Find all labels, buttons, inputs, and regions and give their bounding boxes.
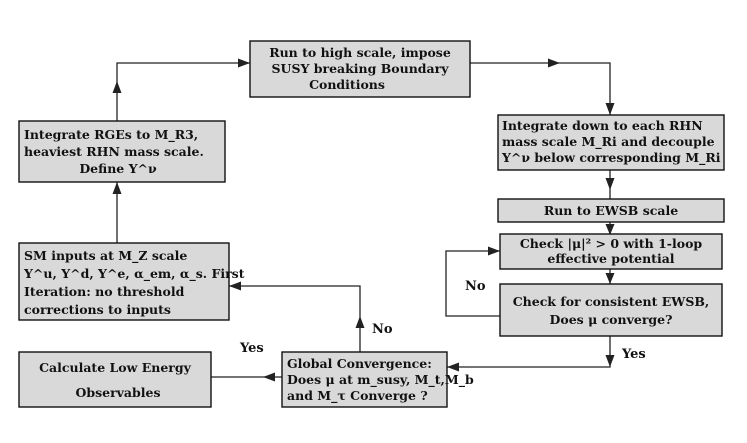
arrow-head-no-global-up [355, 316, 365, 328]
node-check-mu-line-2: effective potential [547, 251, 674, 266]
node-high-scale-line-3: Conditions [309, 77, 385, 92]
edge-no-loop-inner [445, 250, 500, 317]
arrow-head-to-consistent [605, 273, 615, 284]
node-low-energy-line-1: Calculate Low Energy [39, 360, 192, 375]
arrow-head-no-loop-inner [488, 246, 500, 256]
edge-no-global [229, 285, 361, 352]
node-sm-inputs-line-4: corrections to inputs [24, 302, 171, 317]
node-high-scale-box [249, 40, 471, 98]
node-integrate-down-line-1: Integrate down to each RHN [502, 118, 703, 133]
edge-highscale-to-integratedown [470, 62, 611, 115]
node-global-convergence-line-3: and M_τ Converge ? [287, 388, 428, 404]
node-sm-inputs-line-2: Y^u, Y^d, Y^e, α_em, α_s. First [23, 266, 245, 282]
arrow-head-rge-up [112, 81, 122, 93]
arrow-head-to-integratedown [605, 103, 615, 115]
node-sm-inputs-line-1: SM inputs at M_Z scale [24, 248, 187, 264]
arrow-head-to-ewsb [605, 178, 615, 190]
node-integrate-rge-line-1: Integrate RGEs to M_R3, [24, 127, 198, 143]
node-low-energy-line-2: Observables [75, 385, 160, 400]
node-global-convergence-line-2: Does μ at m_susy, M_t,M_b [287, 372, 474, 388]
arrow-head-yes-global [263, 372, 275, 382]
node-low-energy: Calculate Low Energy Observables [18, 351, 212, 408]
node-low-energy-box [18, 351, 212, 408]
node-sm-inputs: SM inputs at M_Z scale Y^u, Y^d, Y^e, α_… [18, 242, 245, 321]
arrow-head-to-sminputs [229, 281, 241, 291]
node-check-consistent-box [499, 283, 723, 337]
node-integrate-down: Integrate down to each RHN mass scale M_… [497, 114, 725, 171]
arrow-head-highscale-right [548, 58, 560, 68]
connectors [112, 58, 615, 382]
node-high-scale: Run to high scale, impose SUSY breaking … [249, 40, 471, 98]
node-sm-inputs-box [18, 242, 230, 321]
node-integrate-down-box [497, 114, 725, 171]
node-sm-inputs-line-3: Iteration: no threshold [24, 284, 185, 299]
arrow-head-to-highscale [238, 58, 250, 68]
node-integrate-rge-line-3: Define Y^ν [79, 161, 157, 176]
edge-label-no-global: No [372, 322, 393, 337]
node-integrate-rge-line-2: heaviest RHN mass scale. [24, 144, 204, 159]
node-check-consistent-line-1: Check for consistent EWSB, [513, 294, 710, 309]
node-global-convergence-line-1: Global Convergence: [287, 356, 432, 371]
edge-rge-to-highscale [116, 62, 250, 121]
node-integrate-rge-box [18, 120, 226, 183]
node-high-scale-line-1: Run to high scale, impose [269, 45, 451, 60]
node-integrate-down-line-2: mass scale M_Ri and decouple [502, 134, 715, 150]
node-check-mu-line-1: Check |μ|² > 0 with 1-loop [520, 236, 703, 251]
arrow-head-to-global [447, 362, 459, 372]
node-global-convergence-box [281, 351, 448, 408]
node-check-mu: Check |μ|² > 0 with 1-loop effective pot… [499, 233, 723, 270]
node-run-ewsb: Run to EWSB scale [497, 198, 725, 223]
node-run-ewsb-line-1: Run to EWSB scale [544, 203, 678, 218]
node-check-consistent: Check for consistent EWSB, Does μ conver… [499, 283, 723, 337]
arrow-head-yes-inner-down [605, 355, 615, 367]
node-integrate-rge: Integrate RGEs to M_R3, heaviest RHN mas… [18, 120, 226, 183]
edge-yes-inner [447, 336, 611, 368]
node-integrate-down-line-3: Y^ν below corresponding M_Ri [501, 150, 721, 166]
node-check-mu-box [499, 233, 723, 270]
node-check-consistent-line-2: Does μ converge? [550, 312, 673, 327]
edge-label-no-inner: No [465, 279, 486, 294]
node-high-scale-line-2: SUSY breaking Boundary [272, 61, 450, 76]
edge-label-yes-global: Yes [239, 341, 264, 356]
node-run-ewsb-box [497, 198, 725, 223]
edge-label-yes-inner: Yes [621, 347, 646, 362]
node-global-convergence: Global Convergence: Does μ at m_susy, M_… [281, 351, 474, 408]
arrow-head-to-checkmu [605, 224, 615, 235]
arrow-head-sm-to-rge [112, 182, 122, 194]
